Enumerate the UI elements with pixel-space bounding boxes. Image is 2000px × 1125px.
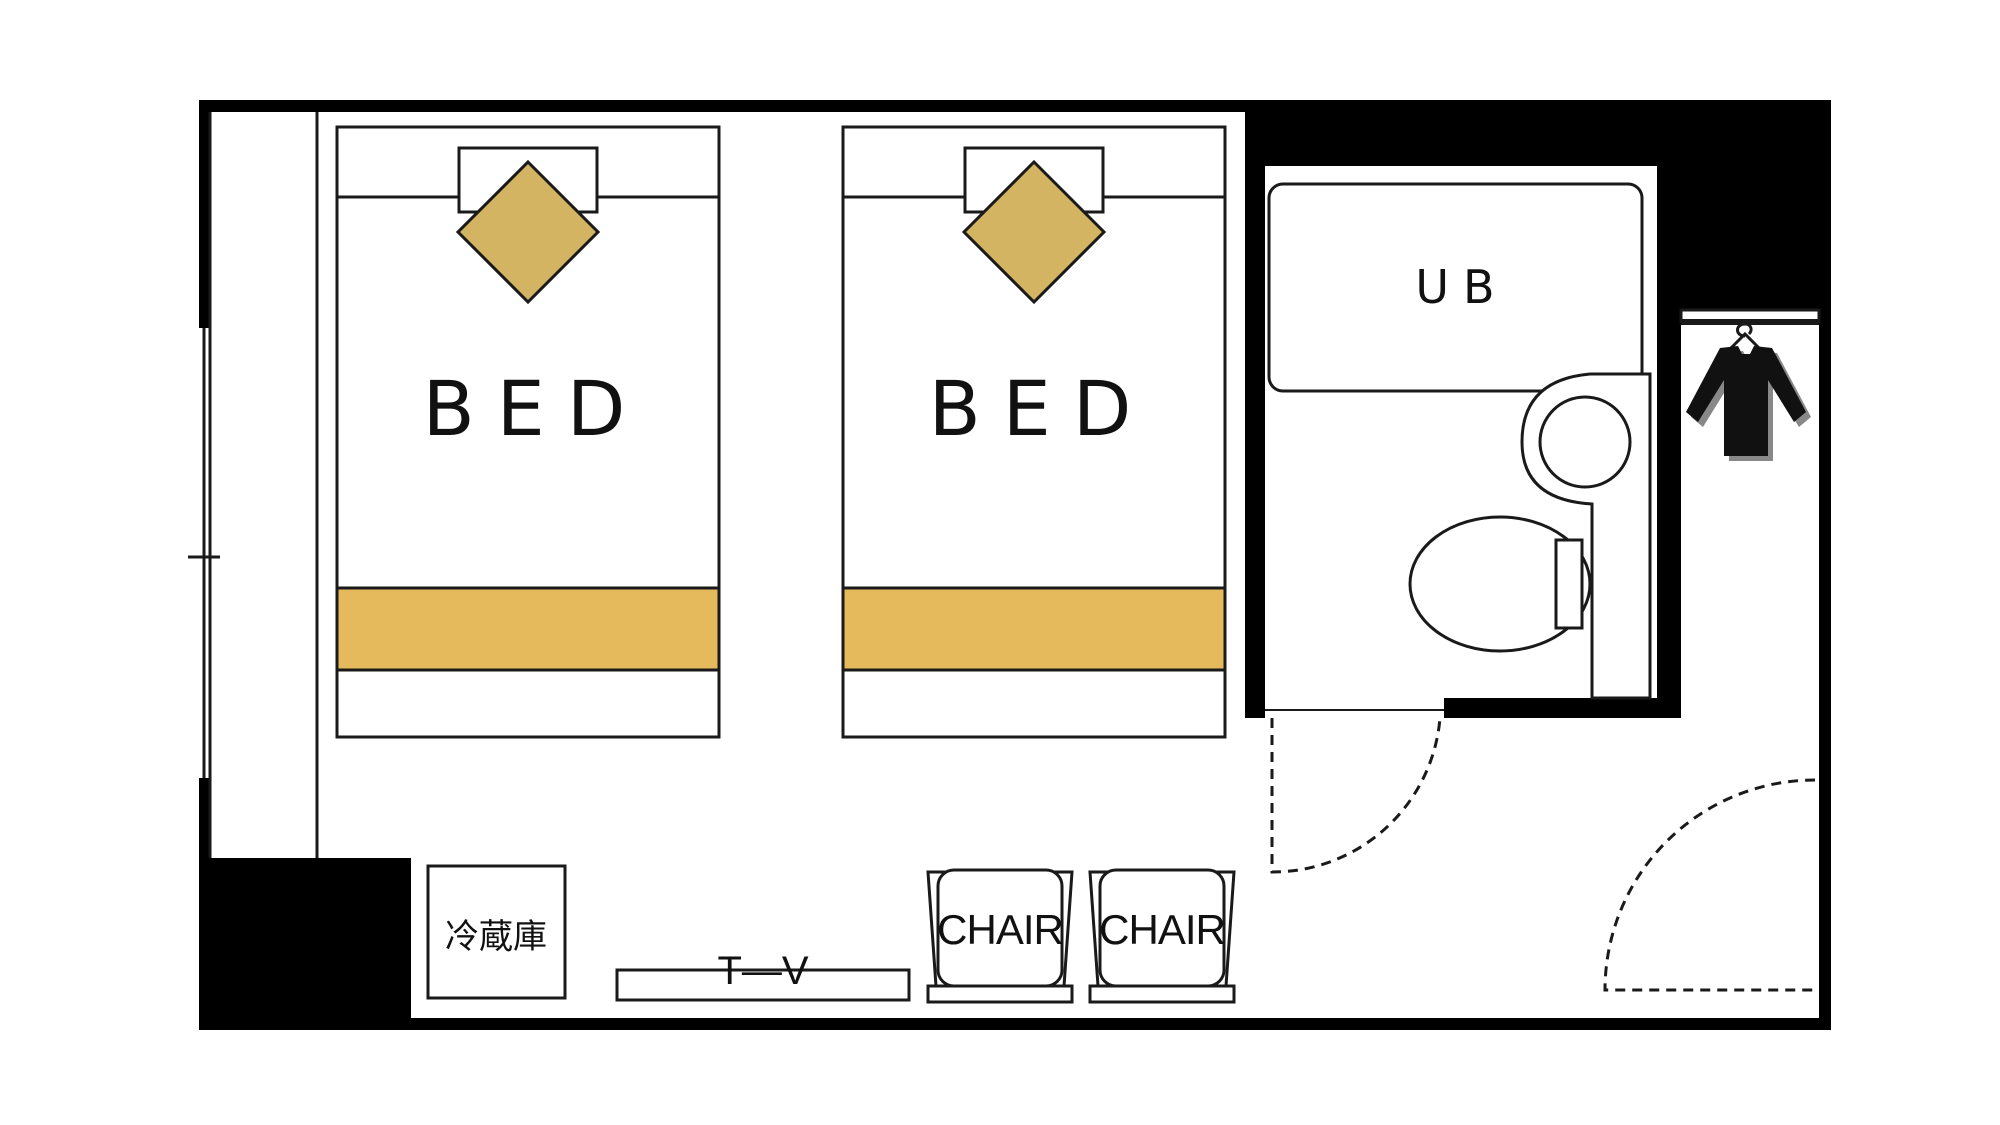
bath-wall-right	[1657, 166, 1681, 718]
tv: T—V	[615, 944, 911, 1002]
bath-wall-bottom-right	[1444, 698, 1681, 718]
bed-runner	[335, 586, 721, 672]
wall-block-top-right	[1245, 100, 1831, 166]
wall-top-left	[199, 100, 1245, 112]
pillow-diamond	[455, 159, 601, 305]
wall-left-upper	[199, 100, 210, 328]
clothes-icon	[1686, 346, 1811, 461]
refrigerator-label: 冷蔵庫	[445, 917, 547, 957]
refrigerator-box	[426, 864, 567, 1000]
closet	[1679, 308, 1821, 461]
hanger-icon	[1729, 322, 1761, 350]
bed-label: BED	[423, 364, 648, 453]
wall-corner-bottom-left	[199, 858, 411, 1030]
bath-wall-left	[1245, 100, 1265, 718]
chair-1: CHAIR	[926, 868, 1074, 1004]
tv-label: T—V	[717, 949, 808, 993]
bed-label: BED	[929, 364, 1154, 453]
bath-door-swing	[1270, 717, 1442, 874]
toilet-bowl	[1408, 515, 1592, 653]
bed-1: BED	[335, 125, 721, 739]
sink-bowl	[1538, 395, 1632, 489]
chair-seat	[1098, 868, 1226, 988]
wall-pillar-top-right	[1669, 166, 1831, 310]
entrance-door-swing	[1603, 778, 1816, 992]
unit-bath: UB	[1265, 182, 1652, 711]
toilet-tank	[1554, 538, 1584, 630]
ub-label: UB	[1415, 260, 1508, 314]
chair-2: CHAIR	[1088, 868, 1236, 1004]
tv-label-mask	[720, 944, 806, 968]
chair-label: CHAIR	[937, 906, 1063, 953]
wall-bottom	[199, 1018, 1831, 1030]
refrigerator: 冷蔵庫	[426, 864, 567, 1000]
window	[188, 112, 319, 858]
chair-label: CHAIR	[1099, 906, 1225, 953]
chair-base	[926, 984, 1074, 1004]
chair-base	[1088, 984, 1236, 1004]
bed-runner	[841, 586, 1227, 672]
walls	[199, 100, 1831, 1030]
pillow-diamond	[961, 159, 1107, 305]
bathtub	[1267, 182, 1644, 393]
wall-right	[1819, 300, 1831, 1030]
bed-2: BED	[841, 125, 1227, 739]
chair-seat	[936, 868, 1064, 988]
